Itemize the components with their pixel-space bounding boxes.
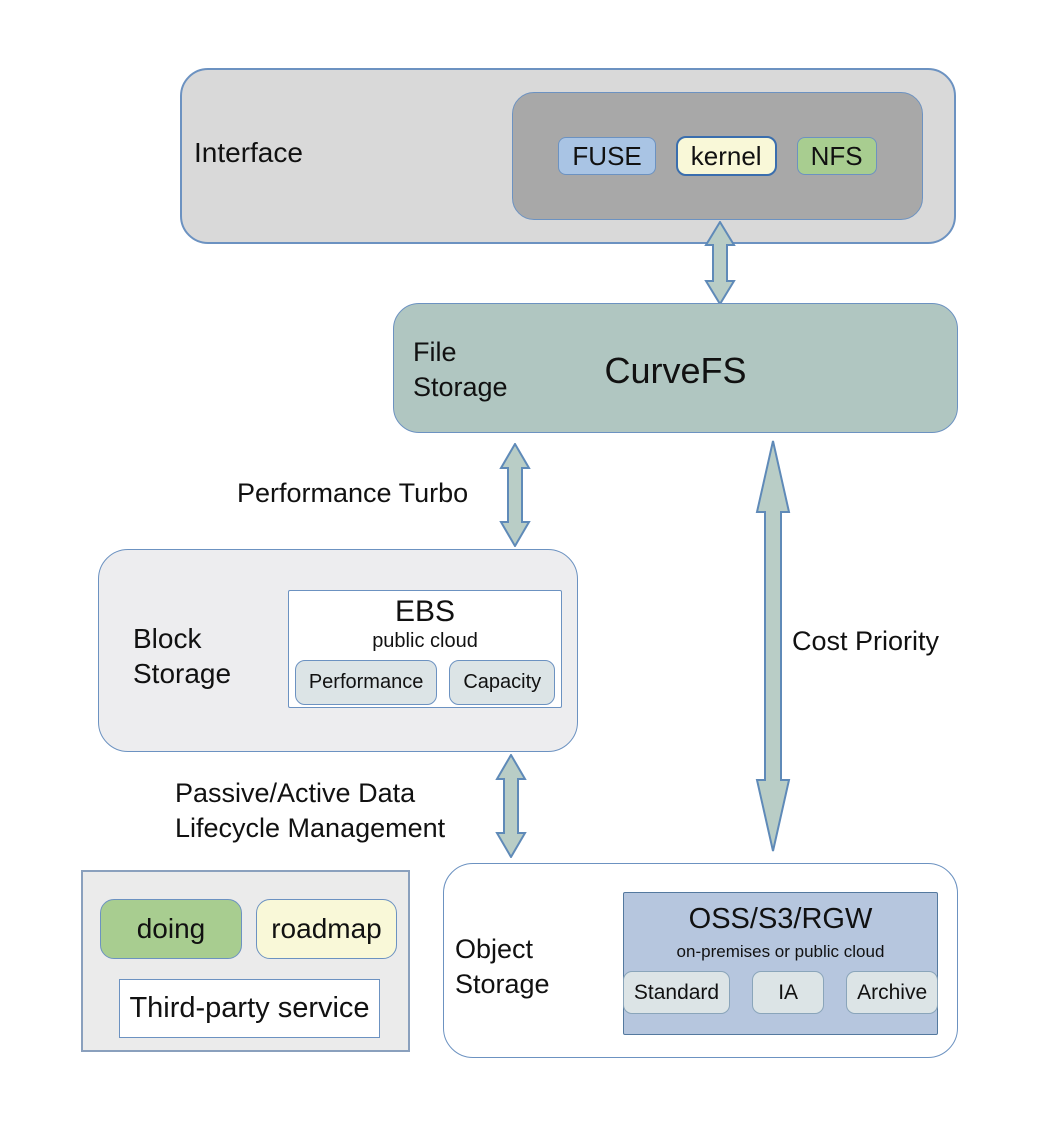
ebs-subtitle: public cloud [372,630,478,652]
ebs-chips-row: Performance Capacity [289,660,561,705]
block-storage-label-line2: Storage [133,658,232,689]
double-arrow-blockstorage-objectstorage-icon [495,754,527,858]
interface-label: Interface [194,137,303,168]
chip-kernel: kernel [675,136,777,176]
double-arrow-interface-filestorage-icon [704,221,736,305]
chip-ia: IA [752,971,825,1014]
lifecycle-management-label: Passive/Active Data Lifecycle Management [175,776,445,845]
lifecycle-label-line1: Passive/Active Data [175,778,416,808]
chip-fuse: FUSE [558,137,656,175]
object-storage-label-line1: Object [455,934,534,964]
block-storage-label: Block Storage [133,621,231,691]
chip-performance: Performance [294,660,438,705]
interface-inner-panel: FUSE kernel NFS [512,92,923,220]
object-storage-label: Object Storage [455,932,550,1001]
object-storage-label-line2: Storage [455,968,550,999]
ebs-panel: EBS public cloud Performance Capacity [288,590,562,708]
legend-third-party-service: Third-party service [119,979,380,1038]
block-storage-label-line1: Block [133,623,202,654]
double-arrow-filestorage-blockstorage-icon [499,443,531,547]
chip-capacity: Capacity [449,660,556,705]
chip-archive: Archive [846,971,939,1014]
file-storage-label-line2: Storage [413,371,508,402]
file-storage-label-line1: File [413,337,457,367]
oss-panel: OSS/S3/RGW on-premises or public cloud S… [622,892,939,1035]
double-arrow-filestorage-objectstorage-icon [755,440,791,852]
file-storage-label: File Storage [413,335,508,404]
legend-chip-roadmap: roadmap [256,899,397,959]
cost-priority-label: Cost Priority [792,626,940,656]
oss-subtitle: on-premises or public cloud [676,942,885,961]
curvefs-title: CurveFS [604,350,747,391]
legend-chip-doing: doing [100,899,242,959]
file-storage-box [393,303,958,433]
legend-chips-row: doing roadmap [100,899,397,959]
chip-nfs: NFS [796,137,877,175]
lifecycle-label-line2: Lifecycle Management [175,812,446,843]
ebs-title: EBS [394,595,456,628]
oss-title: OSS/S3/RGW [688,903,873,935]
oss-chips-row: Standard IA Archive [622,971,939,1014]
legend-box: doing roadmap Third-party service [81,870,410,1052]
chip-standard: Standard [622,971,731,1014]
performance-turbo-label: Performance Turbo [237,478,469,508]
